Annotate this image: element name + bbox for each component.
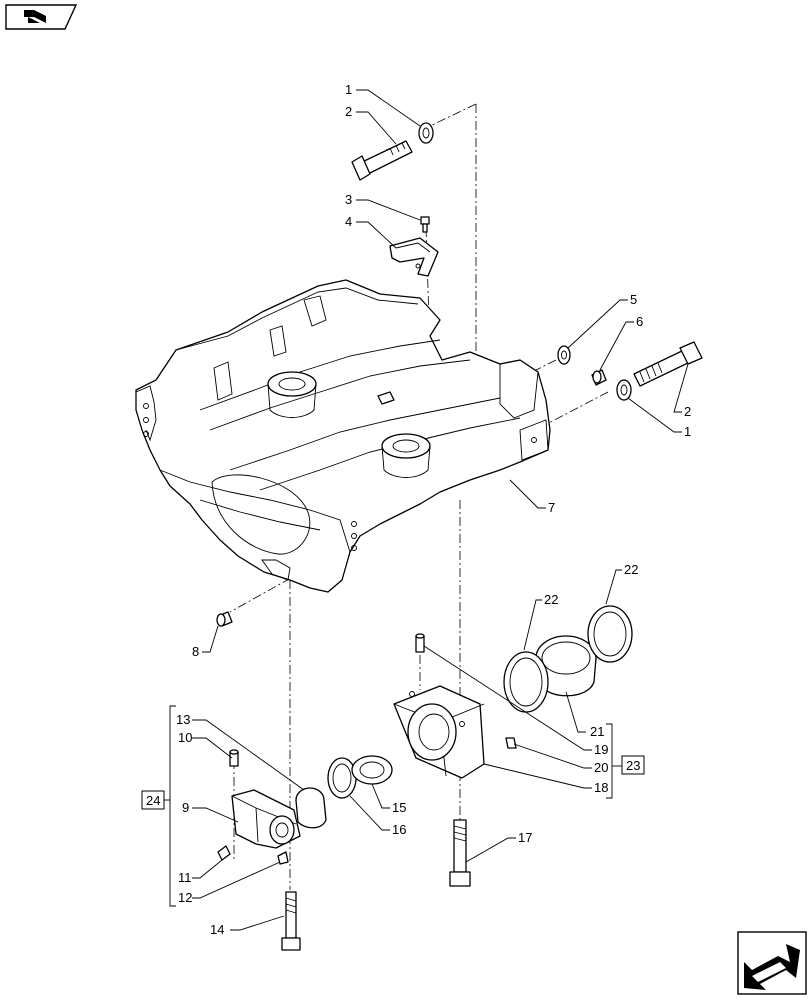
plug-part-8	[216, 611, 233, 627]
pin-part-6	[591, 369, 607, 386]
fitting-part-12	[277, 851, 289, 865]
label-13: 13	[176, 712, 190, 727]
axle-housing-part-7	[135, 279, 551, 593]
label-17: 17	[518, 830, 532, 845]
seal-ring-part-16	[327, 757, 357, 799]
label-1-top: 1	[345, 82, 352, 97]
bolt-part-17	[449, 819, 471, 887]
bracket-part-9	[231, 789, 301, 849]
washer-part-5	[557, 345, 571, 365]
bolt-part-2-top	[351, 140, 413, 181]
group-24-bracket	[141, 705, 176, 907]
bushing-part-21	[535, 635, 597, 697]
label-19: 19	[594, 742, 608, 757]
washer-part-1-top	[418, 122, 434, 144]
seal-ring-part-22-left	[503, 651, 549, 713]
label-2-right: 2	[684, 404, 691, 419]
screw-part-3	[420, 216, 430, 233]
label-6: 6	[636, 314, 643, 329]
label-16: 16	[392, 822, 406, 837]
label-11: 11	[178, 870, 192, 885]
bushing-part-13	[295, 787, 327, 829]
washer-part-1-right	[616, 379, 632, 401]
callout-labels: 1 2 3 4 5 6 2 1 7 8 22 22 21 19 20 18 23…	[146, 82, 691, 937]
leader-lines	[192, 89, 689, 931]
group-23-bracket	[606, 723, 645, 799]
seal-ring-part-22-right	[587, 605, 633, 663]
washer-part-15	[351, 755, 393, 785]
label-8: 8	[192, 644, 199, 659]
pin-part-19	[415, 633, 425, 653]
label-3: 3	[345, 192, 352, 207]
label-10: 10	[178, 730, 192, 745]
label-2-top: 2	[345, 104, 352, 119]
label-20: 20	[594, 760, 608, 775]
label-24: 24	[146, 793, 160, 808]
grease-fitting-part-11	[217, 845, 231, 861]
label-5: 5	[630, 292, 637, 307]
label-23: 23	[626, 758, 640, 773]
fitting-part-20	[505, 737, 517, 749]
label-22-right: 22	[624, 562, 638, 577]
pin-part-10	[229, 749, 239, 767]
label-14: 14	[210, 922, 224, 937]
label-4: 4	[345, 214, 352, 229]
label-22-left: 22	[544, 592, 558, 607]
next-page-arrow-icon[interactable]	[737, 931, 807, 995]
label-15: 15	[392, 800, 406, 815]
catalog-book-icon[interactable]	[5, 4, 78, 30]
label-12: 12	[178, 890, 192, 905]
bearing-housing-part-18	[393, 685, 485, 779]
bolt-part-2-right	[633, 341, 703, 387]
label-1-right: 1	[684, 424, 691, 439]
bracket-part-4	[389, 237, 439, 277]
label-9: 9	[182, 800, 189, 815]
label-21: 21	[590, 724, 604, 739]
label-18: 18	[594, 780, 608, 795]
bolt-part-14	[281, 891, 301, 951]
label-7: 7	[548, 500, 555, 515]
